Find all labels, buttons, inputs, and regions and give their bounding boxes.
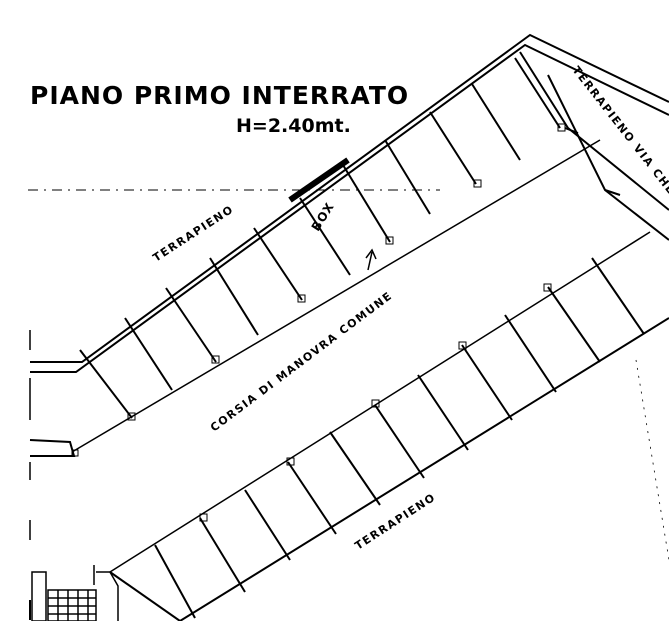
box-arrow [365, 248, 377, 271]
label-street-embankment: TERRAPIENO VIA CHERU [570, 64, 669, 214]
plan-height: H=2.40mt. [236, 115, 351, 137]
label-bottom-embankment: TERRAPIENO [353, 491, 439, 553]
upper-boxes [71, 57, 601, 457]
street-wall [519, 51, 669, 241]
label-aisle: CORSIA DI MANOVRA COMUNE [208, 289, 395, 434]
outer-walls [29, 33, 669, 621]
label-top-embankment: TERRAPIENO [151, 203, 237, 265]
lower-boxes [109, 231, 669, 621]
box-highlight-wall [288, 157, 350, 203]
plan-title: PIANO PRIMO INTERRATO [30, 81, 409, 110]
stair-block [31, 565, 119, 621]
right-boundary [635, 359, 669, 561]
